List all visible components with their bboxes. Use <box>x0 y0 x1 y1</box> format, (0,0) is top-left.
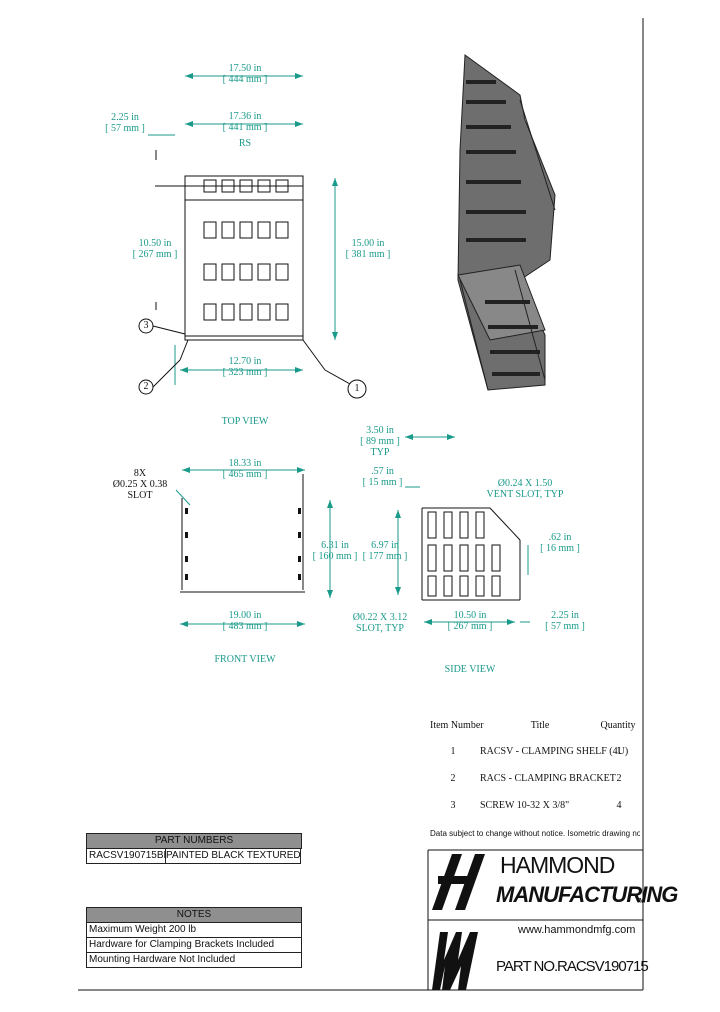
front-view-label: FRONT VIEW <box>214 654 276 665</box>
top-inner-ref: RS <box>238 138 252 149</box>
bom-row-3-title: SCREW 10-32 X 3/8" <box>480 800 570 811</box>
bom-row-1-qty: 1 <box>616 746 622 757</box>
side-right-dim: .62 in [ 16 mm ] <box>540 532 580 554</box>
top-overall-width-dim: 17.50 in [ 444 mm ] <box>222 63 268 85</box>
notes-line-3: Mounting Hardware Not Included <box>86 953 302 968</box>
bom-disclaimer: Data subject to change without notice. I… <box>430 829 640 838</box>
bom-header-item: Item Number <box>430 720 484 731</box>
part-numbers-title: PART NUMBERS <box>86 833 302 849</box>
front-top-width-dim: 18.33 in [ 465 mm ] <box>222 458 268 480</box>
top-lip-dim: 2.25 in [ 57 mm ] <box>105 112 145 134</box>
front-bottom-width-dim: 19.00 in [ 483 mm ] <box>222 610 268 632</box>
side-slot-note: Ø0.22 X 3.12 SLOT, TYP <box>352 612 408 634</box>
callout-1-balloon <box>347 379 367 399</box>
company-name-line-2: MANUFACTURING <box>496 882 678 907</box>
trademark-symbol: TM <box>636 898 645 905</box>
callout-3-label: 3 <box>143 320 149 331</box>
hammond-w-mark-icon <box>432 932 478 990</box>
part-number-code: RACSV190715BK1 <box>86 849 166 864</box>
top-inner-width-dim: 17.36 in [ 441 mm ] <box>222 111 268 133</box>
isometric-vent-slots <box>466 80 540 376</box>
bom-row-2-qty: 2 <box>616 773 622 784</box>
bom-header-title: Title <box>530 720 550 731</box>
notes-line-2: Hardware for Clamping Brackets Included <box>86 938 302 953</box>
hammond-logo-icon <box>432 854 485 910</box>
notes-title: NOTES <box>86 907 302 923</box>
side-small-dim: .57 in [ 15 mm ] <box>362 466 403 488</box>
top-depth-right-dim: 15.00 in [ 381 mm ] <box>345 238 391 260</box>
top-bottom-width-dim: 12.70 in [ 323 mm ] <box>222 356 268 378</box>
bom-row-2-title: RACS - CLAMPING BRACKET <box>480 773 616 784</box>
side-vent-note: Ø0.24 X 1.50 VENT SLOT, TYP <box>486 478 564 500</box>
part-no-value: RACSV190715 <box>557 958 649 975</box>
side-end-dim: 2.25 in [ 57 mm ] <box>545 610 585 632</box>
side-depth-dim: 10.50 in [ 267 mm ] <box>447 610 493 632</box>
bom-header-quantity: Quantity <box>600 720 636 731</box>
bom-row-1-item: 1 <box>450 746 456 757</box>
callout-2-label: 2 <box>143 381 149 392</box>
company-website[interactable]: www.hammondmfg.com <box>518 924 636 936</box>
bom-row-3-item: 3 <box>450 800 456 811</box>
bom-row-1-title: RACSV - CLAMPING SHELF (4U) <box>480 746 629 757</box>
side-view-vent-slots <box>427 511 501 597</box>
side-view-label: SIDE VIEW <box>444 664 496 675</box>
top-depth-left-dim: 10.50 in [ 267 mm ] <box>132 238 178 260</box>
side-height-dim: 6.97 in [ 177 mm ] <box>362 540 408 562</box>
notes-line-1: Maximum Weight 200 lb <box>86 923 302 938</box>
callout-1-label: 1 <box>354 383 360 394</box>
bom-row-2-item: 2 <box>450 773 456 784</box>
front-height-dim: 6.31 in [ 160 mm ] <box>312 540 358 562</box>
bom-row-3-qty: 4 <box>616 800 622 811</box>
front-slot-note: 8X Ø0.25 X 0.38 SLOT <box>112 468 168 501</box>
part-number-finish: PAINTED BLACK TEXTURED <box>164 849 301 864</box>
top-view-label: TOP VIEW <box>221 416 269 427</box>
side-pitch-dim: 3.50 in [ 89 mm ] TYP <box>360 425 400 458</box>
top-view-vent-slots <box>203 179 289 321</box>
company-name-line-1: HAMMOND <box>500 852 615 878</box>
part-no-label: PART NO. <box>496 958 558 975</box>
front-view-slots <box>185 508 301 580</box>
